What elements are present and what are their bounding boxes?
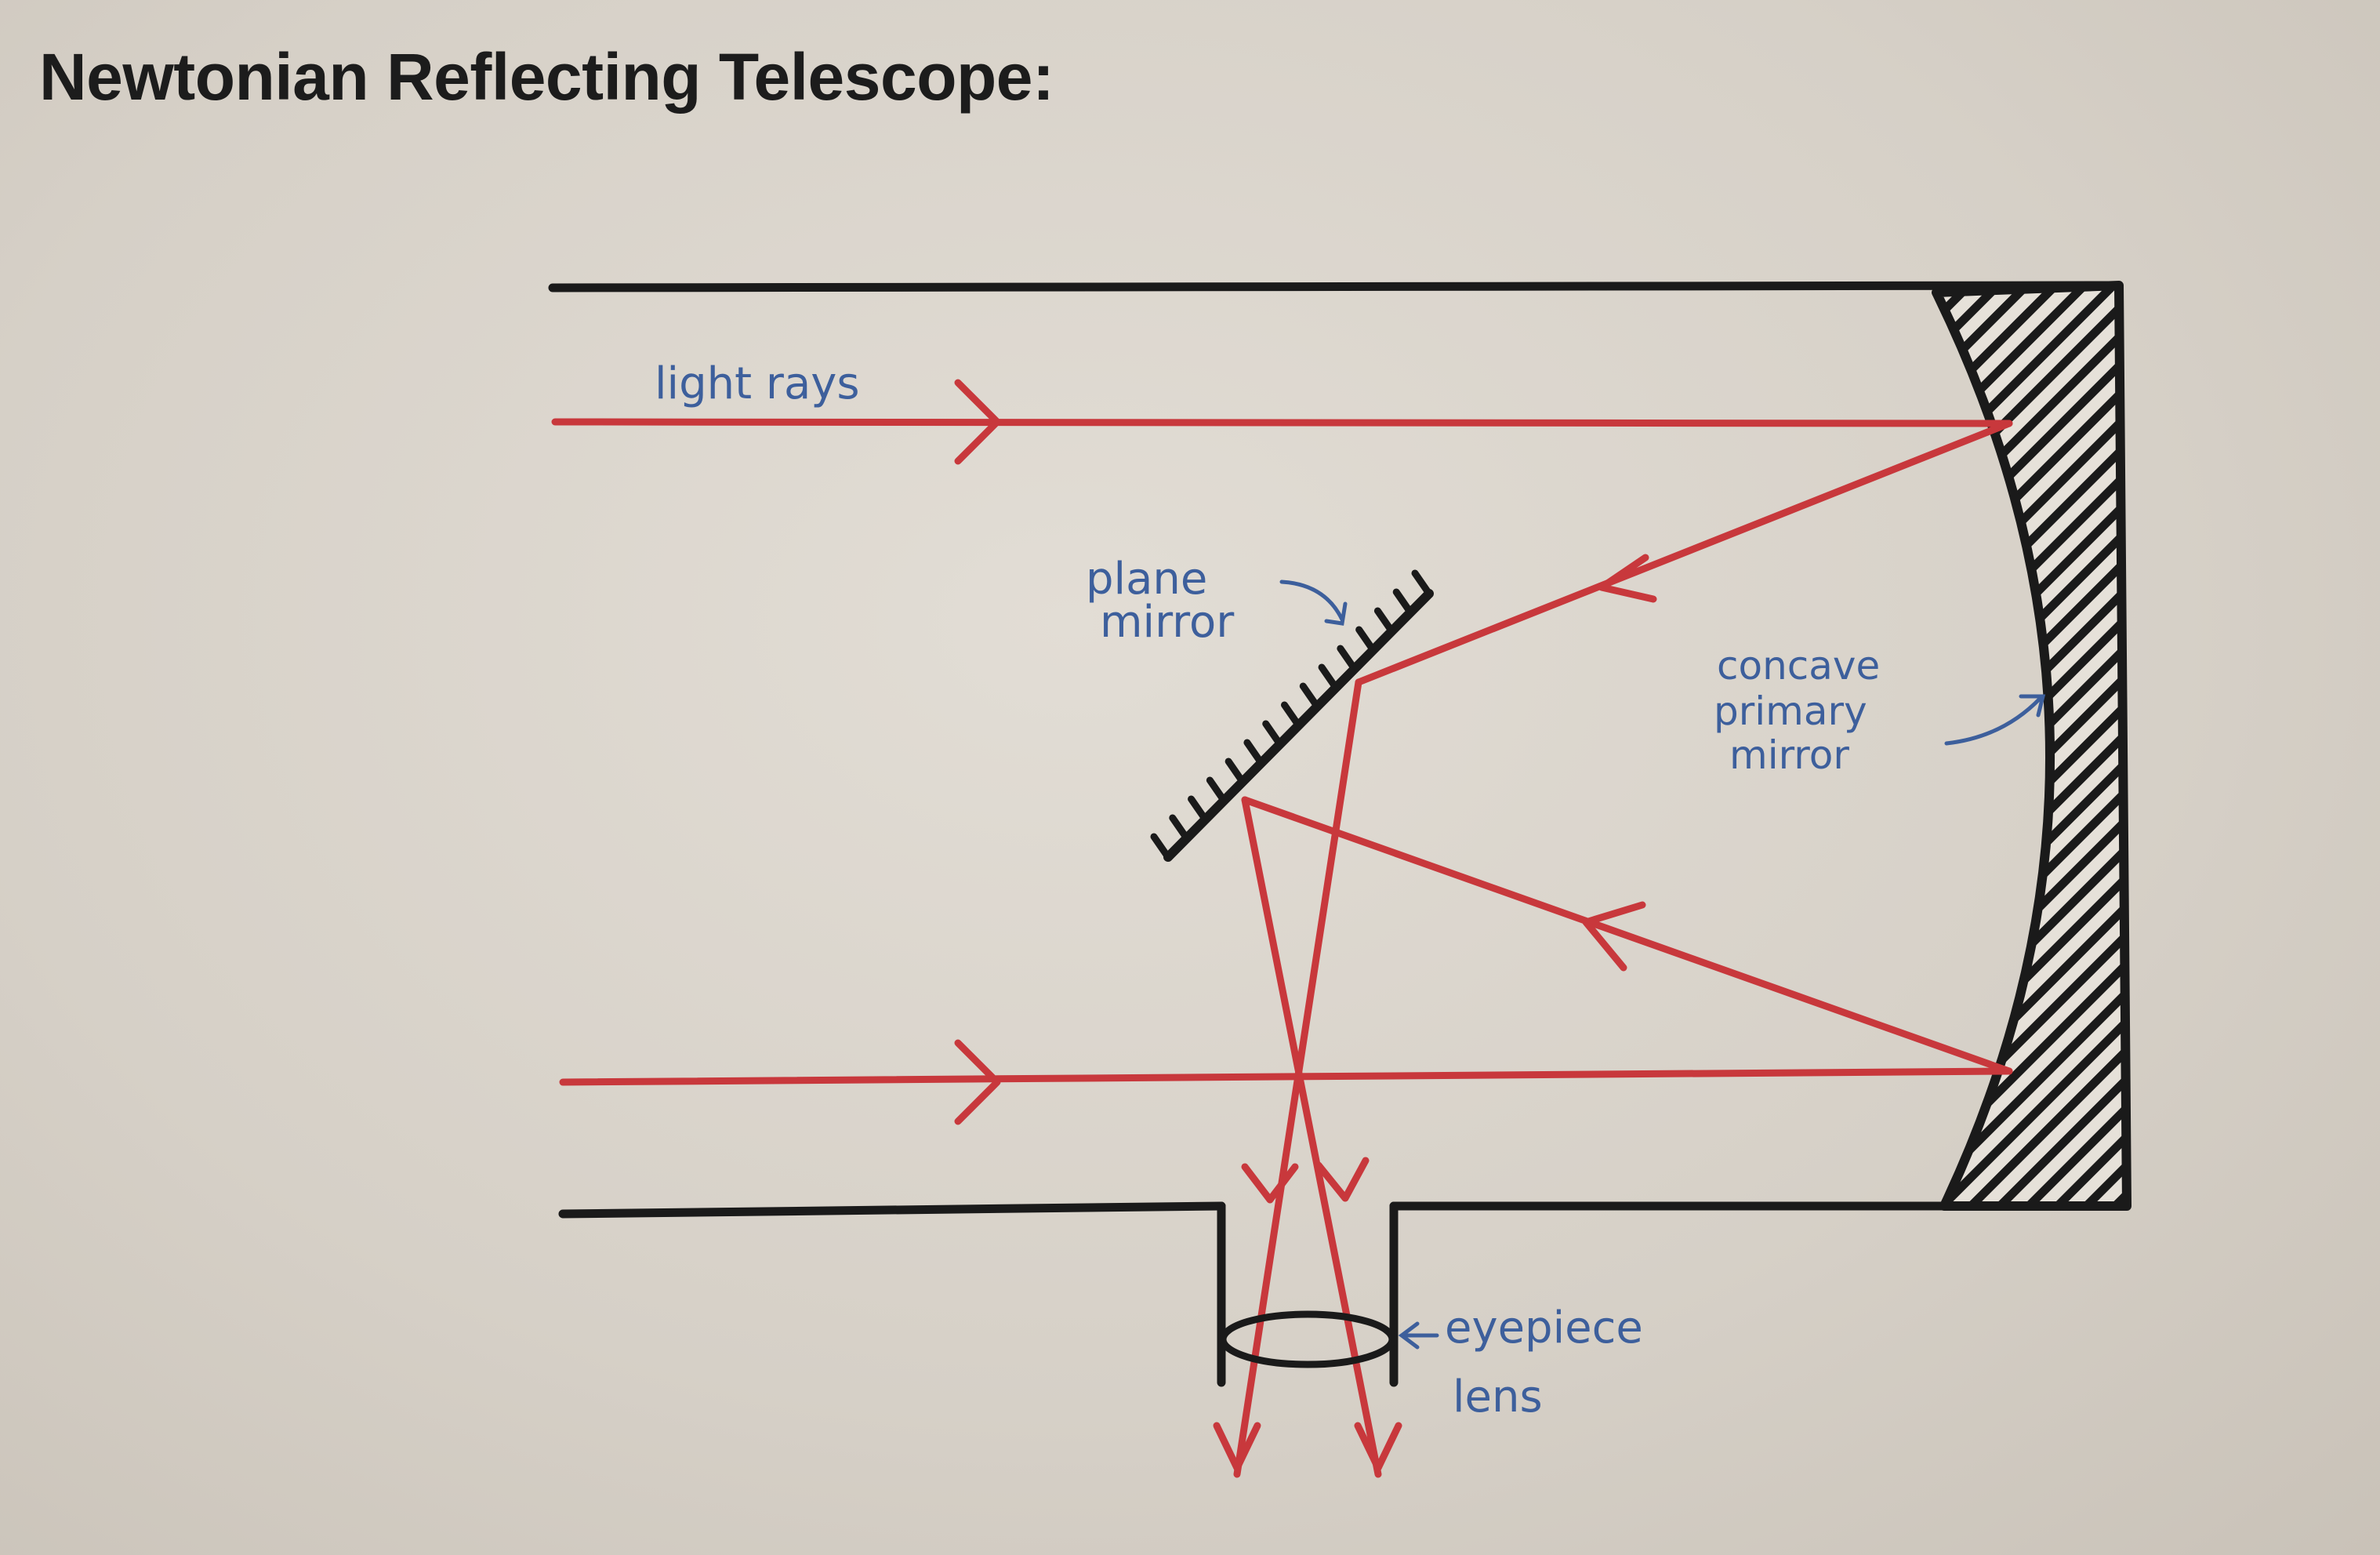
label-eyepiece-line2: lens: [1453, 1372, 1543, 1422]
ray-eyepiece-arrow-right: [1315, 1157, 1370, 1202]
ray-top-reflected-arrow: [1598, 554, 1657, 603]
plane-mirror: [1150, 569, 1434, 862]
tube-top-wall: [548, 281, 2124, 292]
ray-exit-arrow-left: [1213, 1422, 1261, 1472]
ray-exit-arrow-right: [1354, 1422, 1402, 1472]
plane-mirror-hatch-tick: [1411, 569, 1433, 598]
ray-top-arrow: [954, 379, 1001, 465]
label-plane-mirror-line2: mirror: [1100, 597, 1235, 648]
ray-bottom-to-eyepiece: [1241, 796, 1382, 1478]
plane-mirror-hatch-tick: [1206, 776, 1228, 805]
plane-mirror-hatch-tick: [1373, 607, 1395, 635]
eyepiece-pointer-arrow: [1398, 1321, 1439, 1350]
label-light-rays: light rays: [655, 358, 860, 409]
tube-bottom-wall-left: [558, 1201, 1226, 1219]
plane-mirror-hatch-tick: [1150, 833, 1172, 861]
plane-mirror-hatch-tick: [1392, 588, 1414, 616]
light-rays: [551, 379, 2013, 1478]
ray-top-reflected: [1355, 420, 2013, 686]
plane-mirror-hatch-tick: [1281, 701, 1302, 729]
ray-bottom-reflected-arrow: [1582, 901, 1646, 972]
plane-mirror-hatch-tick: [1243, 739, 1265, 767]
ray-bottom-reflected: [1241, 796, 2013, 1075]
plane-mirror-hatch: [1150, 569, 1433, 861]
label-eyepiece-line1: eyepiece: [1445, 1302, 1643, 1353]
plane-mirror-hatch-tick: [1262, 720, 1284, 748]
plane-mirror-hatch-tick: [1188, 795, 1210, 823]
plane-mirror-hatch-tick: [1337, 645, 1359, 673]
eyepiece-lens: [1219, 1310, 1396, 1368]
primary-pointer-arrow: [1944, 694, 2046, 746]
label-plane-mirror-line1: plane: [1086, 554, 1207, 605]
ray-bottom-incoming: [559, 1067, 2013, 1086]
page-title: Newtonian Reflecting Telescope:: [39, 40, 1054, 114]
ray-top-incoming: [551, 418, 2013, 427]
plane-mirror-hatch-tick: [1355, 626, 1377, 654]
concave-primary-mirror: [1932, 281, 2131, 1211]
ray-eyepiece-arrow-left: [1241, 1163, 1299, 1204]
plane-mirror-hatch-tick: [1318, 663, 1340, 692]
plane-mirror-hatch-tick: [1299, 682, 1321, 710]
ray-bottom-arrow: [954, 1039, 1001, 1125]
plane-mirror-hatch-tick: [1169, 814, 1191, 842]
label-primary-line2: primary: [1714, 688, 1867, 734]
labels: light rays plane mirror concave primary …: [655, 358, 2046, 1422]
plane-mirror-hatch-tick: [1224, 758, 1246, 786]
eyepiece-tube: [1217, 1201, 1399, 1387]
label-primary-line3: mirror: [1729, 732, 1849, 778]
plane-mirror-pointer-arrow: [1279, 579, 1348, 626]
label-primary-line1: concave: [1717, 643, 1880, 688]
